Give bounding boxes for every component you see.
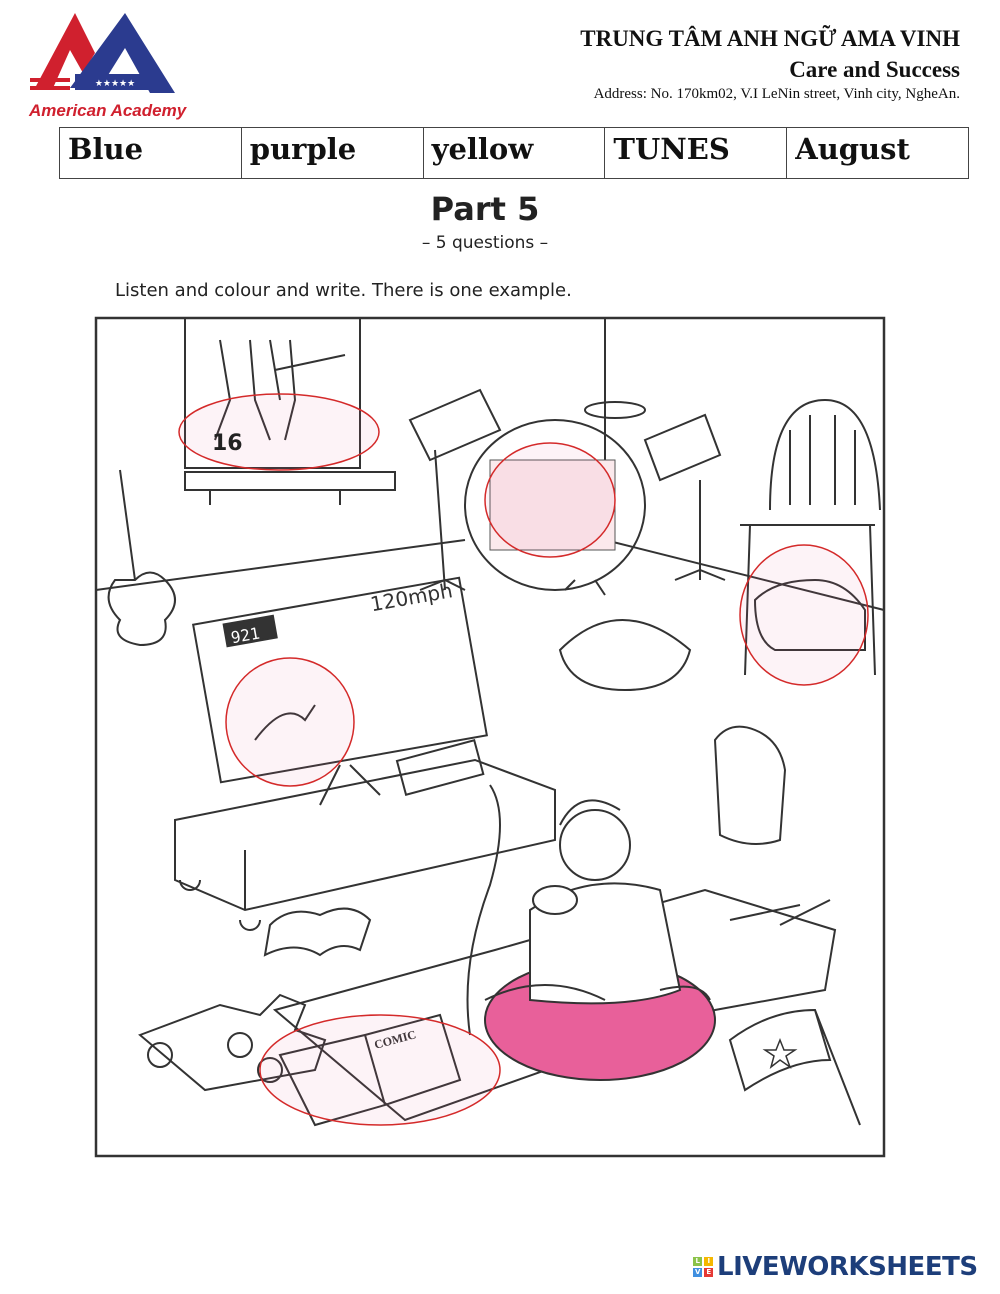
brand-tiles: L I V E [692, 1256, 714, 1278]
game-score: 921 [229, 624, 261, 648]
toy-car [138, 993, 327, 1092]
part-subtitle: – 5 questions – [421, 233, 549, 253]
word-bank: Blue purple yellow TUNES August [59, 127, 969, 179]
boy-playing [484, 799, 711, 1005]
backpack [713, 725, 787, 845]
violin [107, 469, 176, 647]
brand-tile: I [704, 1257, 713, 1266]
brand-tile: E [704, 1268, 713, 1277]
liveworksheets-logo: L I V E LIVEWORKSHEETS [692, 1252, 978, 1282]
word-bank-item: Blue [59, 127, 242, 179]
word-bank-item: purple [240, 127, 424, 179]
answer-area-drum[interactable] [484, 442, 616, 558]
center-name: TRUNG TÂM ANH NGỮ AMA VINH [580, 26, 960, 51]
chair [740, 398, 881, 676]
helmet [753, 578, 866, 651]
american-academy-logo: ★★★★★ American Academy [28, 13, 188, 120]
part-title: Part 5 [430, 190, 540, 228]
pencils [729, 899, 831, 926]
answer-rings [178, 393, 869, 1126]
game-speed: 120mph [368, 578, 454, 616]
brand-tile: L [693, 1257, 702, 1266]
answer-area-poster[interactable] [178, 393, 380, 471]
brand-tile: V [693, 1268, 702, 1277]
flag [728, 1008, 861, 1126]
shelf [184, 471, 396, 505]
svg-text:★★★★★: ★★★★★ [95, 78, 135, 88]
address: Address: No. 170km02, V.I LeNin street, … [593, 86, 960, 102]
tv-stand [174, 739, 556, 1036]
answer-area-helmet[interactable] [739, 544, 869, 686]
instruction: Listen and colour and write. There is on… [115, 280, 572, 301]
word-bank-item: August [786, 127, 969, 179]
open-book [263, 907, 372, 957]
slogan: Care and Success [789, 57, 960, 82]
word-bank-item: TUNES [604, 127, 788, 179]
svg-text:American Academy: American Academy [28, 101, 188, 120]
answer-area-tv-car[interactable] [225, 657, 355, 787]
band-poster [184, 317, 361, 469]
brand-name: LIVEWORKSHEETS [717, 1252, 978, 1282]
answer-area-comic[interactable] [259, 1014, 501, 1126]
word-bank-item: yellow [422, 127, 606, 179]
floor-cushion [558, 619, 692, 692]
bedroom-illustration: 921 120mph COMIC [94, 316, 886, 1158]
